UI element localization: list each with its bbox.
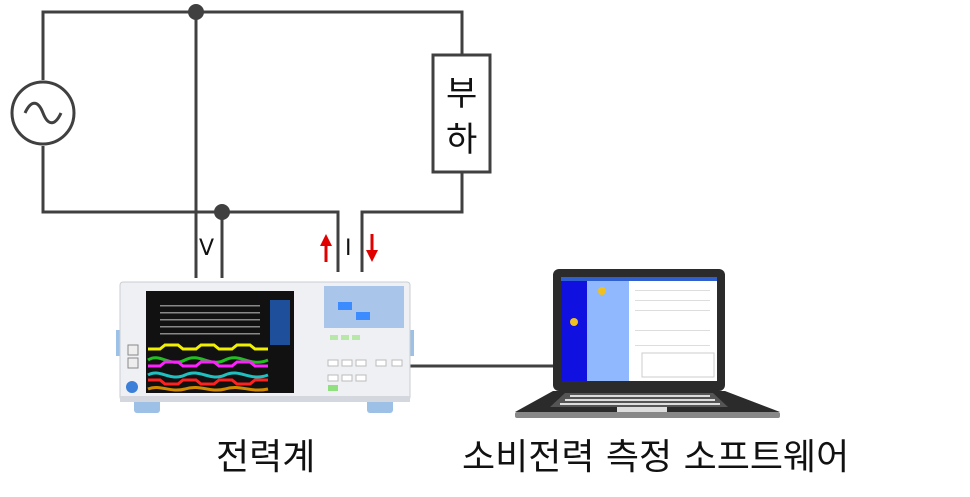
wires [41,10,556,368]
ac-source-icon [10,80,76,146]
current-arrow-up-icon [320,234,332,262]
laptop-device [515,269,780,418]
load-label-char-2: 하 [446,120,478,160]
power-meter-label: 전력계 [216,437,316,478]
current-label: I [345,236,352,261]
software-label: 소비전력 측정 소프트웨어 [462,437,850,478]
junction-node-top [188,4,204,20]
current-arrow-down-icon [366,234,378,262]
load-box [431,53,492,174]
junction-node-bottom [214,204,230,220]
load-label-char-1: 부 [446,74,478,114]
voltage-label: V [199,236,215,261]
power-meter-device [116,281,414,413]
